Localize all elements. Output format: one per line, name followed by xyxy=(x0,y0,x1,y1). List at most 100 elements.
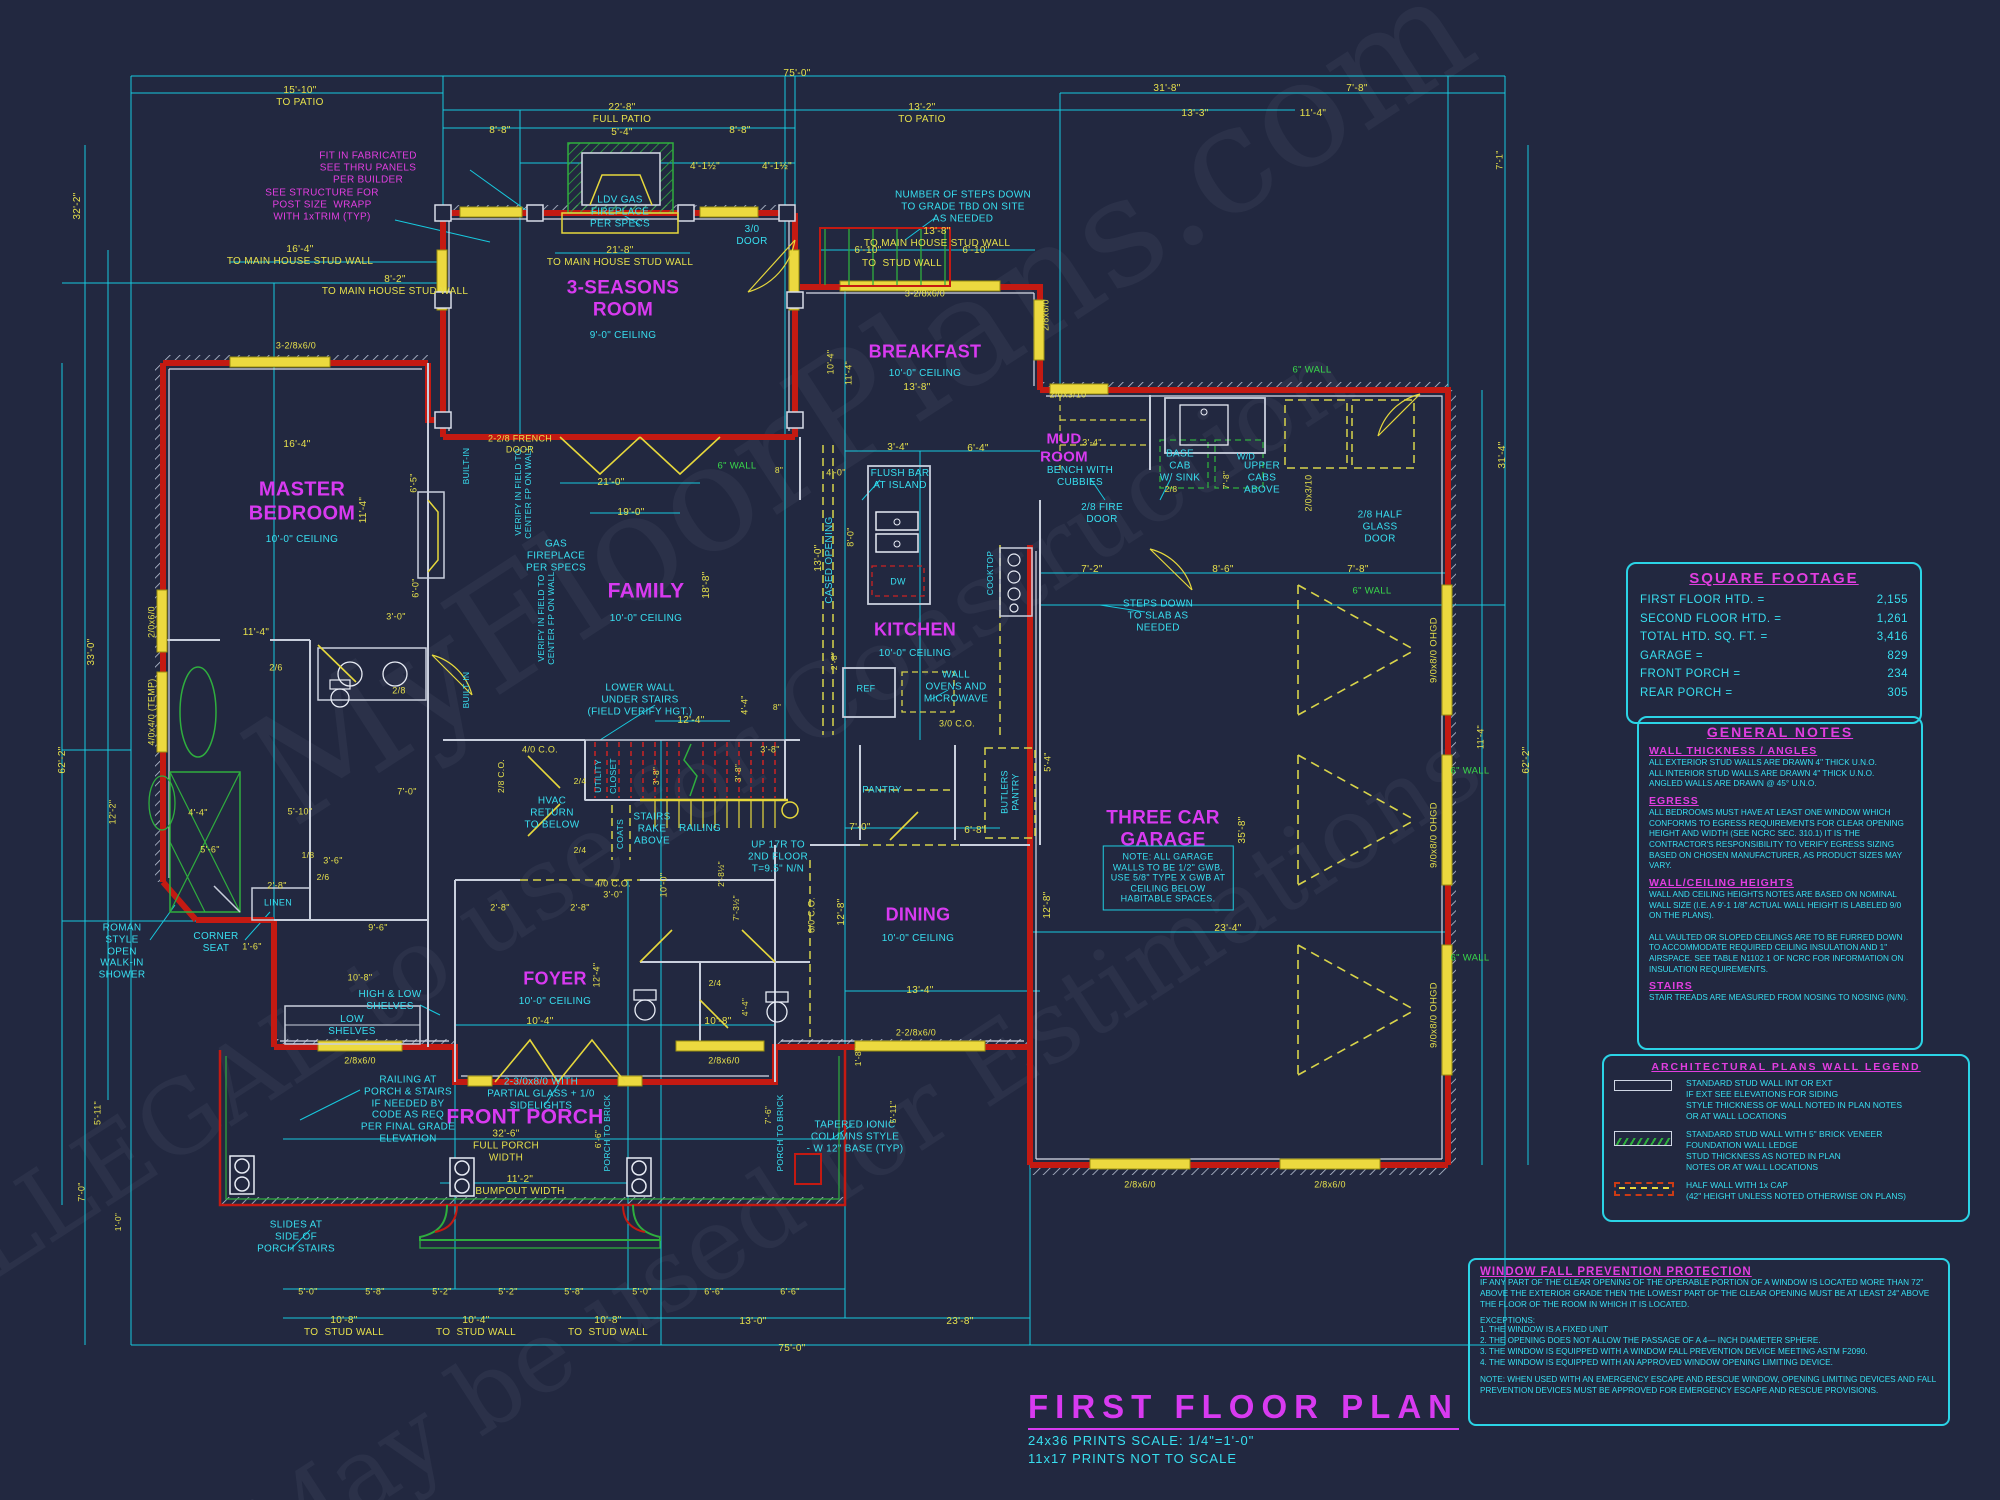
plan-label: 31'-4" xyxy=(1497,441,1509,469)
note-body-egress: ALL BEDROOMS MUST HAVE AT LEAST ONE WIND… xyxy=(1649,807,1904,871)
plan-label: 2'-8½" xyxy=(715,861,726,887)
sqft-row-label: SECOND FLOOR HTD. = xyxy=(1640,612,1782,625)
dashed-openings xyxy=(520,399,1415,1040)
plan-label: BUILT-IN xyxy=(460,671,471,709)
plan-label: 13'-8" TO MAIN HOUSE STUD WALL xyxy=(863,226,1011,249)
interior-walls xyxy=(163,363,1151,1082)
plan-label: 5'-11" xyxy=(887,1100,898,1124)
plan-label: 2/8x6/0 xyxy=(1314,1179,1346,1190)
plan-label: 3'-8" xyxy=(650,766,661,786)
plan-label: 10'-8" xyxy=(704,1016,732,1028)
plan-label: 7'-6" xyxy=(762,1105,773,1125)
stairs xyxy=(584,739,799,828)
plan-label: 11'-2" BUMPOUT WIDTH xyxy=(475,1174,565,1197)
plan-label: 2/4 xyxy=(573,775,587,786)
plan-label: 2/8x6/0 xyxy=(1124,1179,1156,1190)
dimension-lines xyxy=(61,75,1529,1346)
window-fall-exceptions-title: EXCEPTIONS: xyxy=(1480,1316,1536,1326)
window-fall-exception: 1. THE WINDOW IS A FIXED UNIT xyxy=(1480,1325,1609,1335)
legend-item-brick-veneer: STANDARD STUD WALL WITH 5" BRICK VENEER … xyxy=(1614,1129,1958,1173)
plan-label: 7'-8" xyxy=(1346,83,1368,95)
square-footage-row: REAR PORCH = 305 xyxy=(1640,684,1908,703)
plan-label: 6" WALL xyxy=(1450,952,1490,964)
sqft-row-label: REAR PORCH = xyxy=(1640,686,1733,699)
plan-label: 6" WALL xyxy=(1450,765,1490,777)
fireplace-family xyxy=(417,491,445,579)
plan-label: 5'-8" xyxy=(365,1286,385,1297)
sqft-row-value: 305 xyxy=(1887,686,1908,699)
wall-legend-panel: ARCHITECTURAL PLANS WALL LEGEND STANDARD… xyxy=(1602,1054,1970,1222)
plan-label: 3'-8" xyxy=(760,744,780,755)
plan-label: 6" WALL xyxy=(1352,585,1392,597)
plan-label: 10'-0" xyxy=(658,872,669,898)
plan-label: 5'-0" xyxy=(298,1286,318,1297)
plan-label: 6" WALL xyxy=(717,460,757,472)
plan-label: 12'-2" xyxy=(107,799,118,825)
plan-label: PORCH TO BRICK xyxy=(601,1094,612,1172)
legend-item-stud-wall: STANDARD STUD WALL INT OR EXT IF EXT SEE… xyxy=(1614,1078,1958,1122)
plan-label: 1'-6" xyxy=(242,941,262,952)
plan-label: LDV GAS FIREPLACE PER SPECS xyxy=(590,194,650,229)
plan-label: COOKTOP xyxy=(984,550,995,596)
plan-label: 6" WALL xyxy=(1292,364,1332,376)
plan-label: 6'-6" xyxy=(592,1129,603,1149)
window-fall-exception: 3. THE WINDOW IS EQUIPPED WITH A WINDOW … xyxy=(1480,1347,1868,1357)
plan-label: 31'-8" xyxy=(1153,83,1181,95)
room-label-family: FAMILY xyxy=(607,579,685,603)
note-heading-egress: EGRESS xyxy=(1649,794,1699,807)
plan-label: 10'-8" TO STUD WALL xyxy=(567,1315,649,1338)
plan-label: HIGH & LOW SHELVES xyxy=(358,989,422,1012)
plan-label: PORCH TO BRICK xyxy=(774,1094,785,1172)
plan-label: 5'-2" xyxy=(498,1286,518,1297)
stud-wall-symbol xyxy=(1614,1080,1672,1091)
plan-label: 8'-6" xyxy=(1212,564,1234,576)
fireplace-3seasons xyxy=(561,142,679,234)
plan-label: 2'-8" xyxy=(490,902,510,913)
plan-label: 10'-8" TO STUD WALL xyxy=(303,1315,385,1338)
window-fall-prevention-panel: WINDOW FALL PREVENTION PROTECTION IF ANY… xyxy=(1468,1258,1950,1426)
plan-label: 6'-6" xyxy=(704,1286,724,1297)
square-footage-row: FRONT PORCH = 234 xyxy=(1640,665,1908,684)
plan-label: 9/0x8/0 OHGD xyxy=(1428,802,1440,868)
plan-label: 10'-8" xyxy=(347,972,373,983)
note-body-wall-thickness: ALL EXTERIOR STUD WALLS ARE DRAWN 4" THI… xyxy=(1649,758,1877,789)
plan-label: UP 17R TO 2ND FLOOR T=9.5" N/N xyxy=(748,839,808,874)
plan-label: 13'-2" TO PATIO xyxy=(898,102,946,125)
plan-label: 18'-8" xyxy=(701,571,713,599)
legend-item-half-wall: HALF WALL WITH 1x CAP (42" HEIGHT UNLESS… xyxy=(1614,1180,1958,1202)
square-footage-row: GARAGE = 829 xyxy=(1640,647,1908,666)
plan-label: 2-2/8x6/0 xyxy=(895,1027,937,1038)
plan-label: 21'-8" TO MAIN HOUSE STUD WALL xyxy=(546,245,694,268)
mudroom-fixtures xyxy=(1059,395,1266,470)
plan-label: 62'-2" xyxy=(57,746,69,774)
note-heading-wall-thickness: WALL THICKNESS / ANGLES xyxy=(1649,745,1818,757)
plan-label: PANTRY xyxy=(862,784,902,796)
square-footage-rows: FIRST FLOOR HTD. = 2,155 SECOND FLOOR HT… xyxy=(1640,591,1908,702)
room-label-breakfast: BREAKFAST xyxy=(868,341,982,362)
plan-label: 15'-10" TO PATIO xyxy=(276,85,324,108)
plan-label: 16'-4" xyxy=(283,439,311,451)
sqft-row-label: TOTAL HTD. SQ. FT. = xyxy=(1640,631,1768,643)
plan-label: 10'-4" TO STUD WALL xyxy=(435,1315,517,1338)
sqft-row-value: 2,155 xyxy=(1876,594,1908,606)
plan-label: CLOSET xyxy=(607,758,618,794)
plan-label: LINEN xyxy=(263,897,293,908)
plan-label: 6/0 C.O. xyxy=(806,897,817,933)
plan-label: VERIFY IN FIELD TO CENTER FP ON WALL xyxy=(535,571,556,665)
plan-label: 75'-0" xyxy=(778,1343,806,1355)
plan-label: 8'-8" xyxy=(489,125,511,137)
plan-label: STAIRS RAKE ABOVE xyxy=(633,811,671,846)
plan-label: 4/0x4/0 (TEMP) xyxy=(146,678,157,746)
sqft-row-value: 234 xyxy=(1887,668,1908,680)
plan-label: HVAC RETURN TO BELOW xyxy=(524,795,580,830)
plan-label: 4'-1½" xyxy=(761,161,793,173)
plan-label: 7'-8" xyxy=(1347,564,1369,576)
plan-label: 5'-4" xyxy=(1042,752,1053,772)
plan-label: 6'-8" xyxy=(964,825,986,837)
plan-label: 13'-8" xyxy=(903,382,931,394)
plan-label: 12'-8" xyxy=(1042,891,1054,919)
plan-label: STEPS DOWN TO SLAB AS NEEDED xyxy=(1122,598,1194,633)
plan-label: 2'-8" xyxy=(267,880,287,891)
plan-label: 11'-4" xyxy=(242,627,270,639)
